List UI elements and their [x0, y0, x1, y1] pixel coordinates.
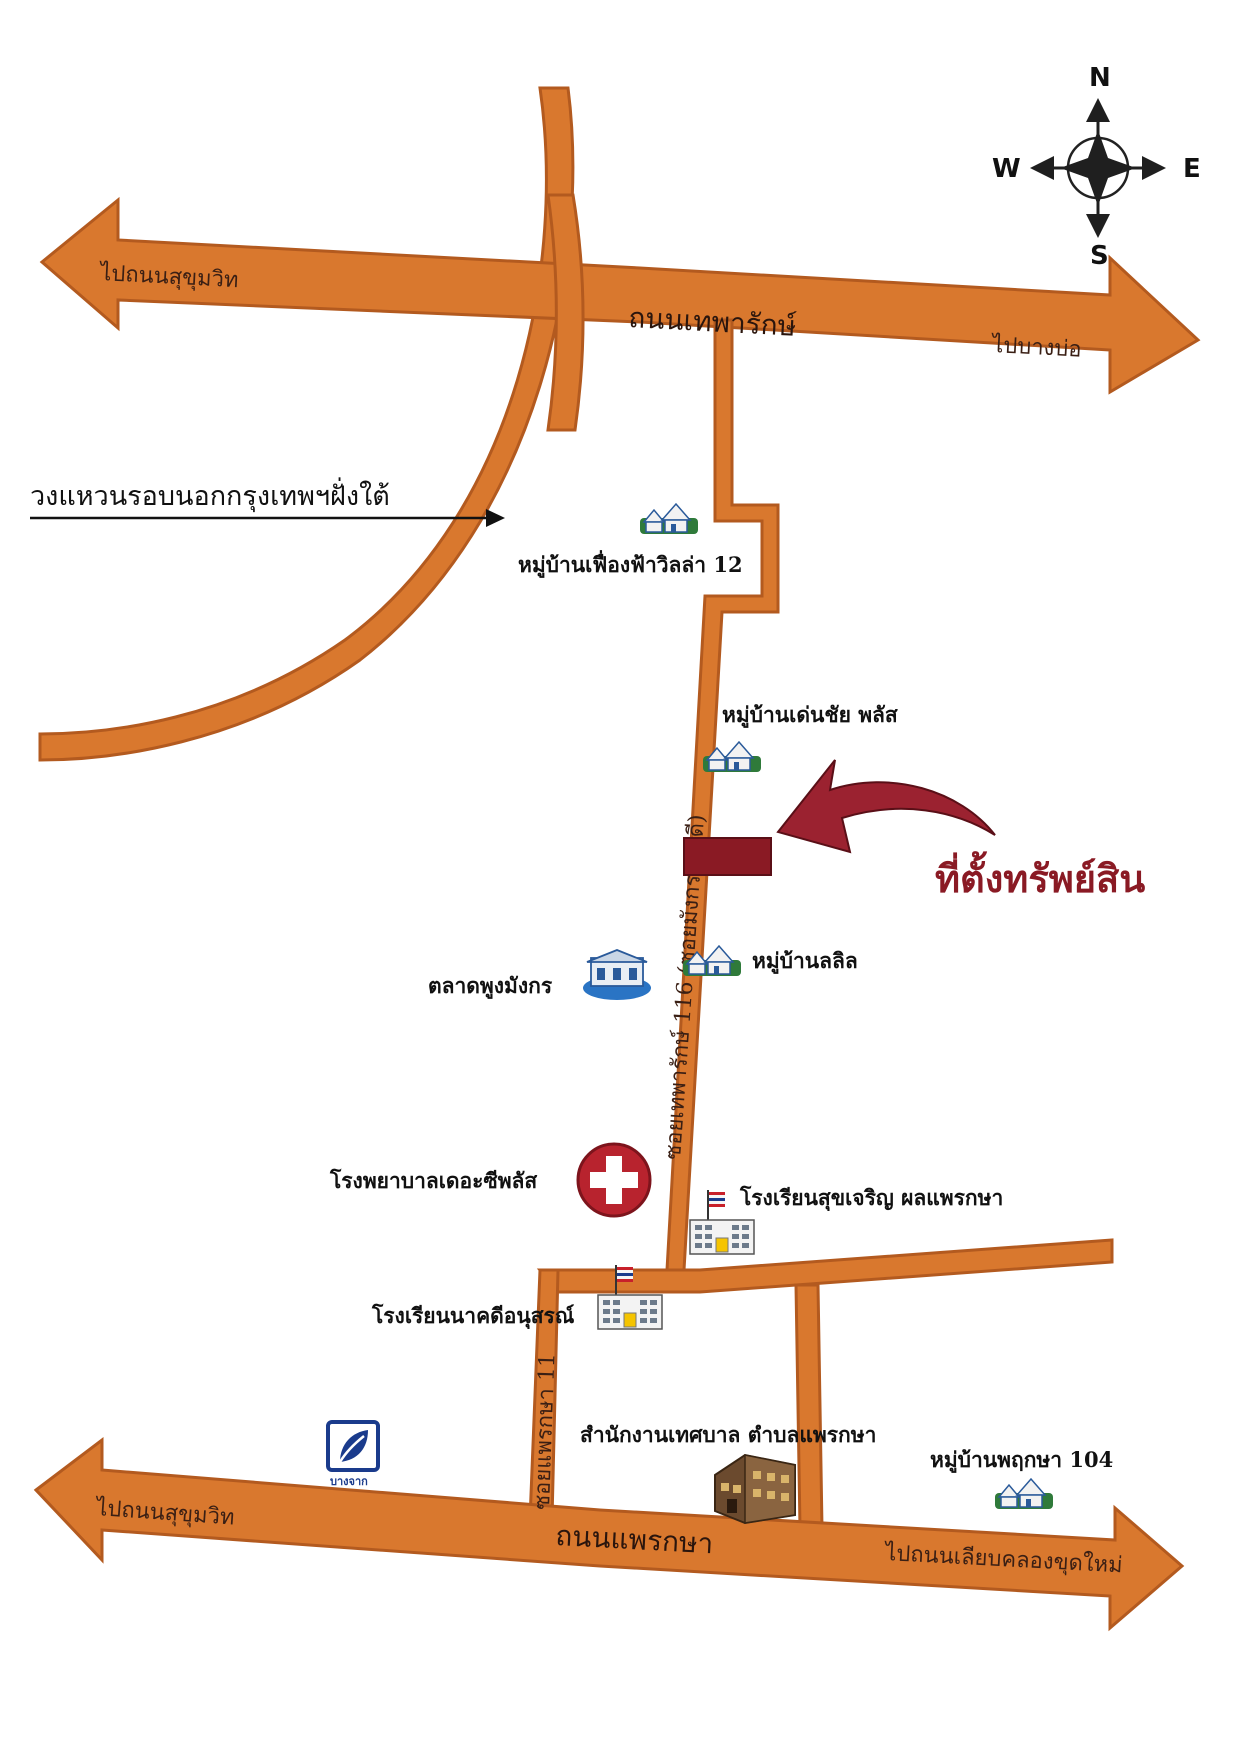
village-lalin-label: หมู่บ้านลลิล [752, 948, 858, 975]
target-label: ที่ตั้งทรัพย์สิน [935, 851, 1145, 901]
side-road-east [794, 1283, 824, 1530]
bangchak-logo [326, 1420, 380, 1472]
thepharak-road [39, 196, 1201, 395]
compass-n: N [1089, 63, 1111, 93]
school-sukcharoen-label: โรงเรียนสุขเจริญ ผลแพรกษา [739, 1185, 1003, 1212]
village-phruksa-label: หมู่บ้านพฤกษา 104 [930, 1447, 1113, 1474]
to-bang-bo-label: ไปบางบ่อ [990, 332, 1083, 363]
village-denchai-label: หมู่บ้านเด่นชัย พลัส [722, 702, 898, 729]
village-phruksa-icon [994, 1478, 1054, 1510]
hospital-label: โรงพยาบาลเดอะซีพลัส [329, 1168, 537, 1193]
ring-road-label: วงแหวนรอบนอกกรุงเทพฯฝั่งใต้ [30, 477, 390, 513]
compass-rose [1030, 98, 1166, 238]
school-nakdi-label: โรงเรียนนาคดีอนุสรณ์ [371, 1303, 575, 1330]
compass-e: E [1183, 154, 1201, 184]
ring-road-pointer-head [486, 509, 505, 527]
market-label: ตลาดพูงมังกร [428, 973, 553, 1000]
ring-road-overpass [546, 193, 585, 432]
phraeksa-road [33, 1436, 1185, 1632]
market-icon [583, 949, 651, 1000]
cross-road [536, 1238, 1114, 1294]
bangchak-logo-text: บางจาก [330, 1475, 368, 1488]
target-property-marker [683, 837, 772, 876]
ring-road [38, 86, 575, 762]
municipal-office-label: สำนักงานเทศบาล ตำบลแพรกษา [580, 1422, 876, 1447]
village-fueangfa-label: หมู่บ้านเฟื่องฟ้าวิลล่า 12 [518, 549, 743, 579]
soi-phraeksa-label: ซอยแพรกษา 11 [530, 1353, 560, 1510]
compass-w: W [992, 154, 1021, 184]
compass-s: S [1090, 241, 1109, 271]
target-arrow [776, 759, 996, 854]
roads [33, 86, 1201, 1632]
village-fueangfa-icon [639, 503, 699, 535]
municipal-office-icon [714, 1453, 796, 1525]
hospital-icon [576, 1142, 652, 1218]
